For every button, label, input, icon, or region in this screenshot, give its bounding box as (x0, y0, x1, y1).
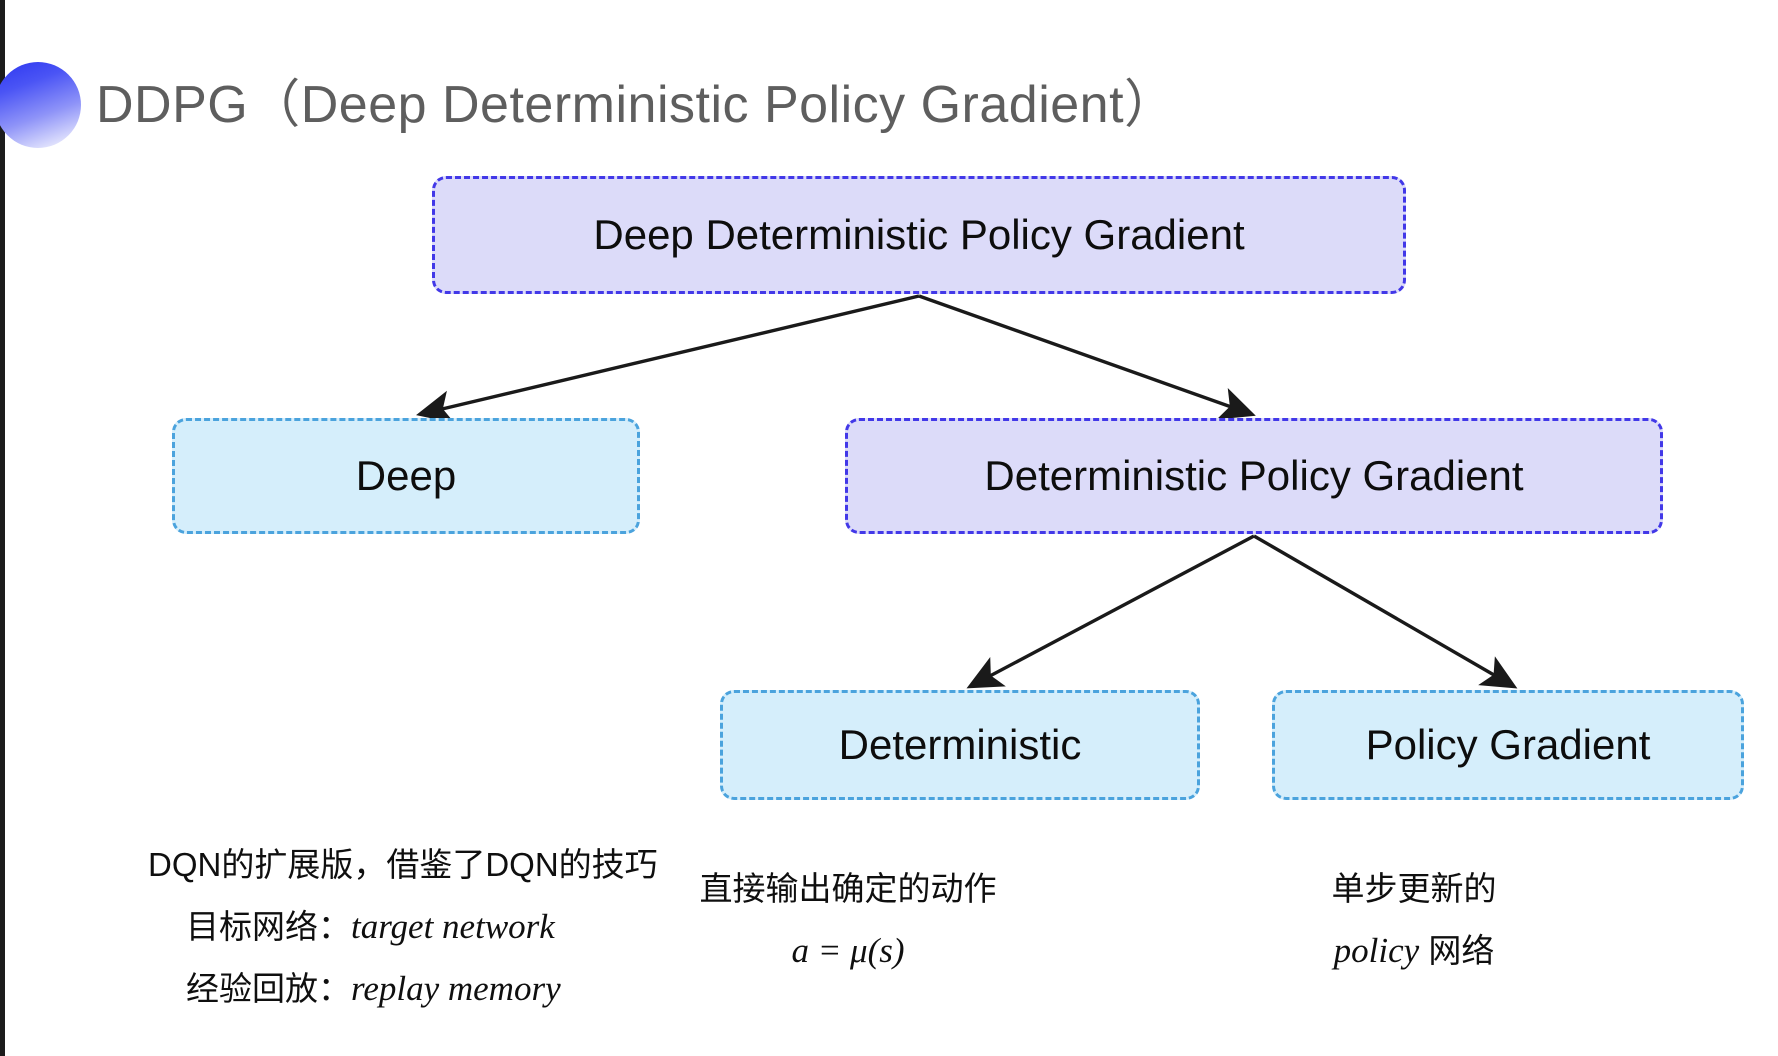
edge-root-to-deep (416, 294, 920, 424)
annotation-deep-line-2-label: 目标网络： (186, 908, 351, 945)
annotation-deterministic-line-1: 直接输出确定的动作 (699, 870, 997, 907)
node-deep[interactable]: Deep (172, 418, 640, 534)
annotation-policy-gradient-line-1: 单步更新的 (1331, 870, 1497, 907)
annotation-deep-line-2-term: target network (351, 907, 555, 946)
slide-left-edge (0, 0, 5, 1056)
annotation-deterministic-formula: a = μ(s) (791, 931, 905, 970)
node-deterministic-policy-gradient[interactable]: Deterministic Policy Gradient (845, 418, 1663, 534)
annotation-deep-line-1: DQN的扩展版，借鉴了DQN的技巧 (148, 846, 658, 883)
annotation-policy-gradient-rest: 网络 (1419, 932, 1495, 969)
annotation-deep-line-2: 目标网络：target network (148, 896, 658, 958)
annotation-deep-line-3-label: 经验回放： (186, 970, 351, 1007)
page-title: DDPG（Deep Deterministic Policy Gradient） (96, 76, 1177, 134)
annotation-policy-gradient: 单步更新的 policy 网络 (1332, 858, 1497, 982)
edge-root-to-dpg (918, 294, 1256, 420)
annotation-policy-gradient-line-2: policy 网络 (1332, 920, 1497, 982)
annotation-policy-gradient-term: policy (1333, 931, 1420, 970)
annotation-deep-line-3: 经验回放：replay memory (148, 958, 658, 1020)
edge-dpg-to-policy-gradient (1253, 534, 1518, 689)
node-policy-gradient[interactable]: Policy Gradient (1272, 690, 1744, 800)
node-deterministic[interactable]: Deterministic (720, 690, 1200, 800)
annotation-deep: DQN的扩展版，借鉴了DQN的技巧 目标网络：target network 经验… (148, 834, 658, 1020)
annotation-deterministic: 直接输出确定的动作 a = μ(s) (700, 858, 997, 982)
annotation-deep-line-3-term: replay memory (351, 969, 561, 1008)
half-circle-gradient-icon (0, 62, 81, 148)
node-deep-deterministic-policy-gradient[interactable]: Deep Deterministic Policy Gradient (432, 176, 1406, 294)
edge-dpg-to-deterministic (966, 534, 1255, 689)
